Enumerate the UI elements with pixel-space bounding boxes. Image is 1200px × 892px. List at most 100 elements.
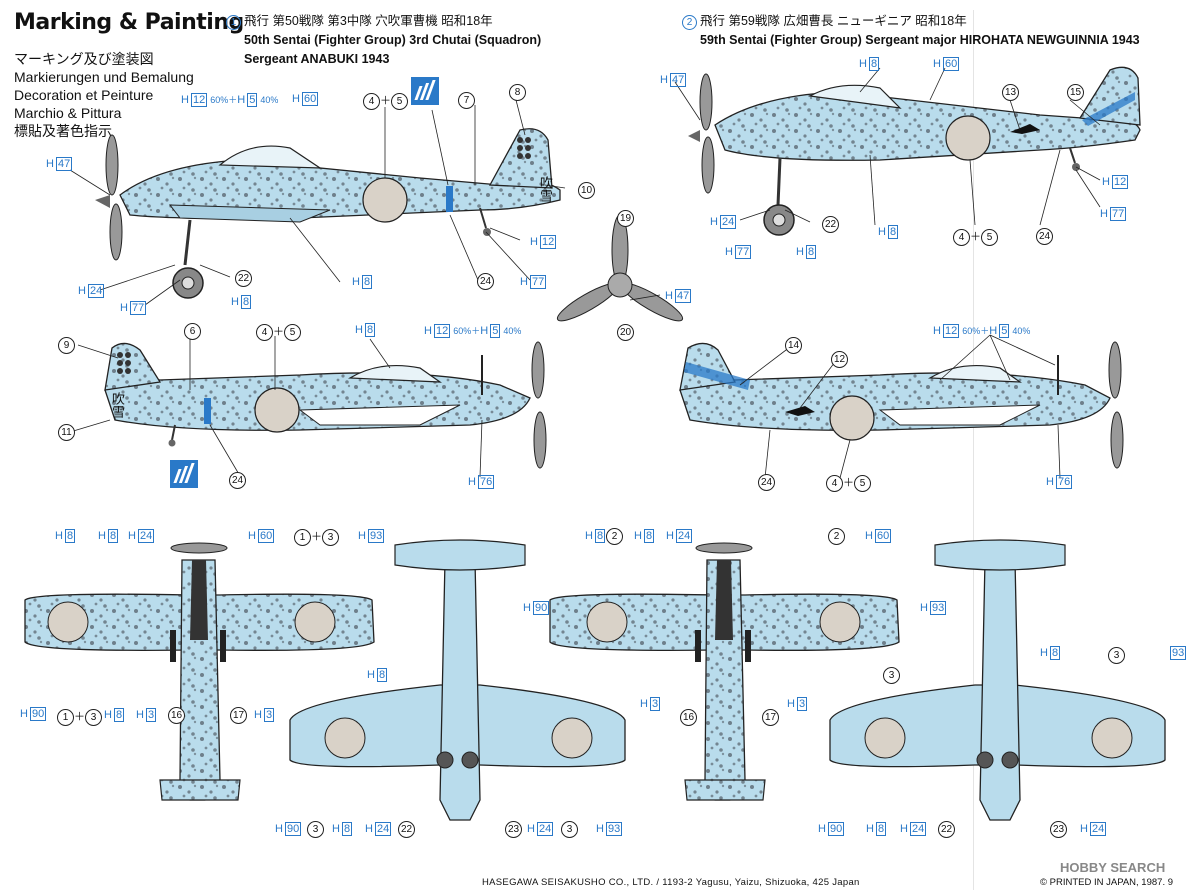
paint-callout: 93 <box>1170 646 1187 660</box>
language-list: マーキング及び塗装図 Markierungen und Bemalung Dec… <box>14 50 194 140</box>
decal-number: 23 <box>1050 821 1067 838</box>
decal-number: 17 <box>762 709 779 726</box>
decal-callout: 1＋3 <box>294 528 339 546</box>
decal-number: 16 <box>680 709 697 726</box>
scheme-2-side-right <box>679 341 1124 469</box>
decal-number: 2 <box>606 528 623 545</box>
tail-kanji-fubuki: 吹雪 <box>109 392 124 418</box>
scheme-jp: 飛行 第59戦隊 広畑曹長 ニューギニア 昭和18年 <box>700 14 967 28</box>
decal-callout: 4＋5 <box>363 92 408 110</box>
decal-number: 22 <box>235 270 252 287</box>
decal-callout: 4＋5 <box>256 323 301 341</box>
decal-callout: 4＋5 <box>826 474 871 492</box>
lang-fr: Decoration et Peinture <box>14 87 154 103</box>
decal-number: 22 <box>822 216 839 233</box>
decal-number: 12 <box>831 351 848 368</box>
page-title: Marking & Painting <box>14 10 244 35</box>
decal-number: 16 <box>168 707 185 724</box>
scheme-number: 1 <box>226 15 241 30</box>
printed-footer: © PRINTED IN JAPAN, 1987. 9 <box>1040 877 1174 888</box>
decal-number: 7 <box>458 92 475 109</box>
scheme-1-top-view <box>24 542 375 801</box>
decal-number: 14 <box>785 337 802 354</box>
watermark-text: HOBBY SEARCH <box>1060 860 1166 875</box>
company-footer: HASEGAWA SEISAKUSHO CO., LTD. / 1193-2 Y… <box>482 877 860 888</box>
scheme-en2: Sergeant ANABUKI 1943 <box>244 52 390 66</box>
decal-number: 6 <box>184 323 201 340</box>
decal-number: 3 <box>307 821 324 838</box>
scheme-2-top-view <box>549 542 900 801</box>
decal-number: 24 <box>1036 228 1053 245</box>
decal-number: 22 <box>398 821 415 838</box>
decal-number: 19 <box>617 210 634 227</box>
tail-band-insignia-icon <box>411 77 439 105</box>
decal-number: 24 <box>758 474 775 491</box>
scheme-2-bottom-view <box>829 539 1166 821</box>
decal-number: 15 <box>1067 84 1084 101</box>
decal-number: 10 <box>578 182 595 199</box>
lang-cn: 標貼及著色指示 <box>14 123 112 139</box>
tail-band-insignia-icon <box>170 460 198 488</box>
scheme-number: 2 <box>682 15 697 30</box>
sheet-fold-line <box>973 10 974 890</box>
lang-de: Markierungen und Bemalung <box>14 69 194 85</box>
decal-number: 23 <box>505 821 522 838</box>
tail-kanji-fubuki: 吹雪 <box>537 176 552 202</box>
decal-number: 2 <box>828 528 845 545</box>
lang-jp: マーキング及び塗装図 <box>14 51 154 67</box>
scheme-1-bottom-view <box>289 539 626 821</box>
decal-number: 22 <box>938 821 955 838</box>
decal-number: 11 <box>58 424 75 441</box>
decal-number: 3 <box>883 667 900 684</box>
decal-number: 17 <box>230 707 247 724</box>
scheme-1-side-right <box>104 341 547 469</box>
decal-number: 8 <box>509 84 526 101</box>
scheme-2-side-left <box>688 66 1141 236</box>
decal-number: 13 <box>1002 84 1019 101</box>
lang-it: Marchio & Pittura <box>14 105 122 121</box>
